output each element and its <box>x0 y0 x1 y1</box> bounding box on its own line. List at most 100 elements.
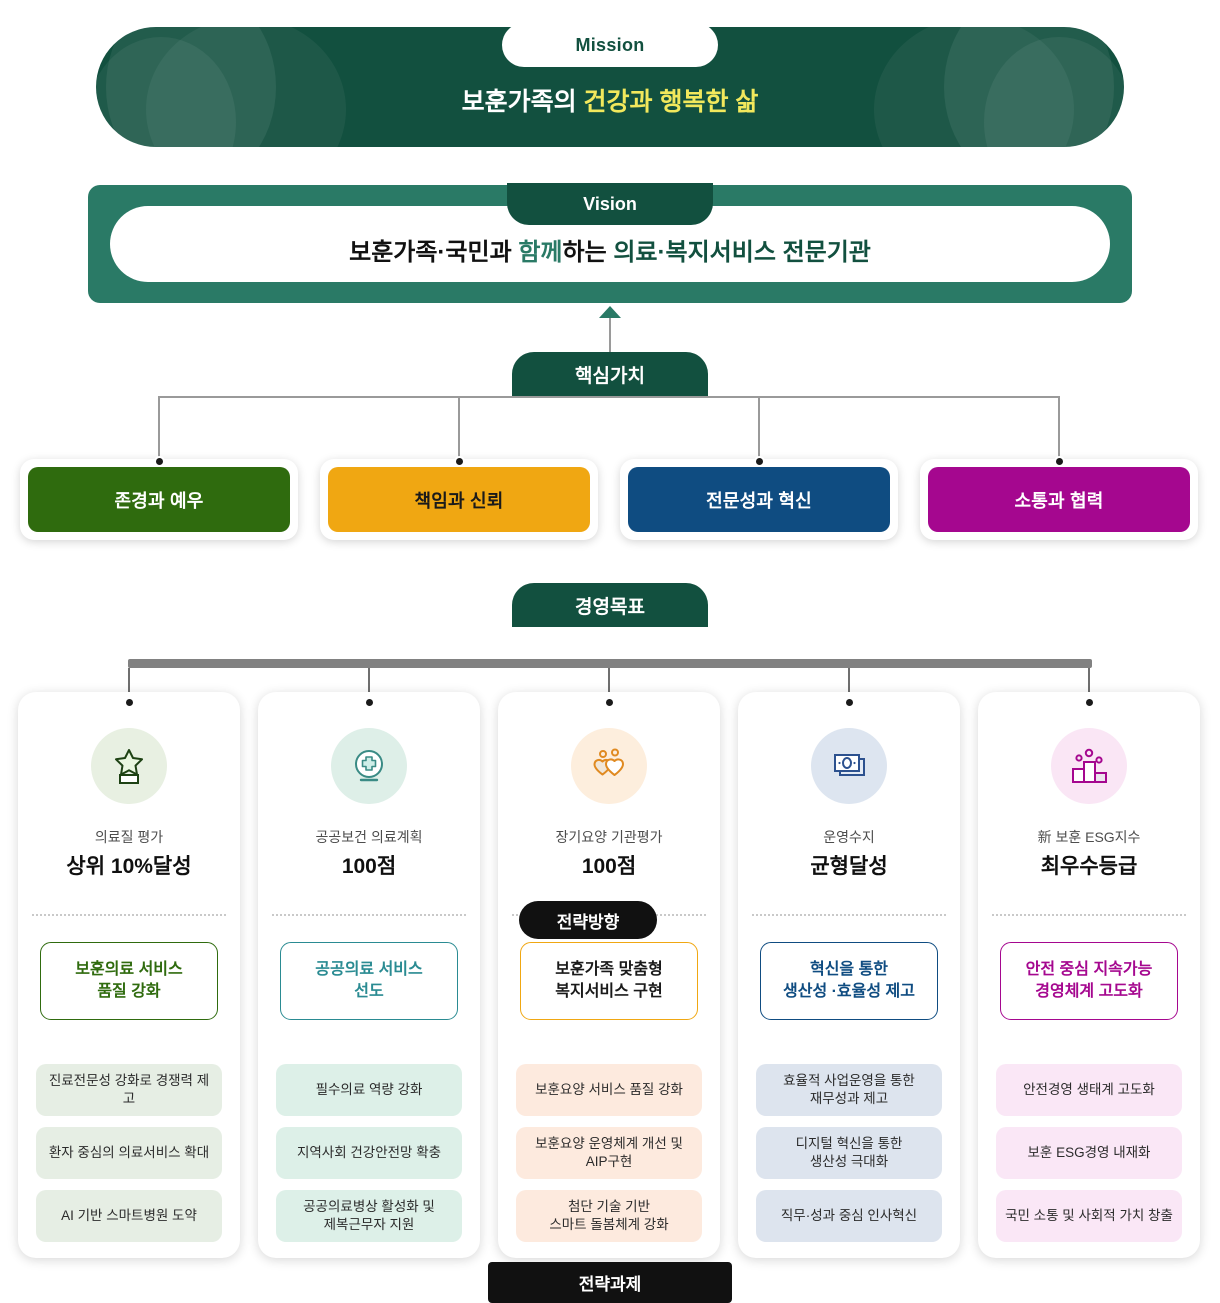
connector-pin-icon <box>154 456 165 467</box>
decorative-petal-icon <box>106 27 276 147</box>
podium-icon <box>1051 728 1127 804</box>
medical-cross-icon <box>331 728 407 804</box>
star-trophy-icon <box>91 728 167 804</box>
decorative-petal-icon <box>146 27 346 147</box>
goal-card-value: 100점 <box>341 855 397 878</box>
strategy-direction-line: 안전 중심 지속가능 <box>1025 961 1153 979</box>
connector-line <box>158 396 160 462</box>
strategy-direction-line: 보훈의료 서비스 <box>75 961 183 979</box>
connector-pin-icon <box>1084 697 1095 708</box>
strategy-direction-line: 생산성 ·효율성 제고 <box>783 983 915 1000</box>
strategic-task-line: 효율적 사업운영을 통한 <box>783 1073 915 1089</box>
strategic-task-item[interactable]: 환자 중심의 의료서비스 확대 <box>36 1127 222 1179</box>
strategic-task-line: 보훈 ESG경영 내재화 <box>1027 1145 1151 1161</box>
core-value-card-1[interactable]: 존경과 예우 <box>20 459 298 540</box>
strategic-task-line: 재무성과 제고 <box>809 1091 889 1106</box>
strategic-task-line: 디지털 혁신을 통한 <box>795 1136 903 1152</box>
strategic-task-item[interactable]: 진료전문성 강화로 경쟁력 제고 <box>36 1064 222 1116</box>
strategic-task-line: 국민 소통 및 사회적 가치 창출 <box>1005 1208 1173 1224</box>
strategic-task-line: AI 기반 스마트병원 도약 <box>61 1208 197 1224</box>
goal-card-value: 균형달성 <box>810 855 888 878</box>
strategy-direction-line: 선도 <box>354 983 384 1000</box>
strategic-task-line: 첨단 기술 기반 <box>567 1199 650 1215</box>
strategic-task-line: 직무·성과 중심 인사혁신 <box>780 1208 918 1224</box>
strategy-direction-line: 보훈가족 맞춤형 <box>555 961 663 979</box>
strategy-direction-line: 경영체계 고도화 <box>1035 983 1143 1000</box>
strategic-task-item[interactable]: AI 기반 스마트병원 도약 <box>36 1190 222 1242</box>
connector-pin-icon <box>844 697 855 708</box>
strategic-task-line: 필수의료 역량 강화 <box>315 1082 423 1098</box>
strategy-direction-line: 복지서비스 구현 <box>555 983 663 1000</box>
connector-line <box>1058 396 1060 462</box>
strategic-task-line: 안전경영 생태계 고도화 <box>1023 1082 1155 1098</box>
connector-line <box>368 668 370 702</box>
vision-section: 보훈가족·국민과 함께하는 의료·복지서비스 전문기관 Vision <box>88 183 1132 303</box>
mission-chip-label: Mission <box>502 23 718 67</box>
goal-card-subtitle: 운영수지 <box>823 829 875 845</box>
strategic-task-line: 환자 중심의 의료서비스 확대 <box>48 1145 210 1161</box>
connector-pin-icon <box>124 697 135 708</box>
connector-line <box>458 396 460 462</box>
goal-card-subtitle: 장기요양 기관평가 <box>555 829 663 845</box>
goal-card-value: 최우수등급 <box>1040 855 1138 878</box>
connector-line <box>848 668 850 702</box>
strategic-task-text: 필수의료 역량 강화 <box>316 1081 423 1099</box>
strategic-task-line: 공공의료병상 활성화 및 <box>303 1199 435 1215</box>
vision-text-part: 하는 <box>562 238 614 266</box>
strategic-task-item[interactable]: 지역사회 건강안전망 확충 <box>276 1127 462 1179</box>
strategic-task-text: 보훈요양 서비스 품질 강화 <box>535 1081 683 1099</box>
connector-line <box>758 396 760 462</box>
task-label-background <box>488 1262 732 1303</box>
strategic-task-text: 진료전문성 강화로 경쟁력 제고 <box>44 1072 214 1108</box>
strategic-task-text: 지역사회 건강안전망 확충 <box>297 1144 441 1162</box>
goal-card-subtitle: 공공보건 의료계획 <box>315 829 423 845</box>
connector-line <box>609 318 611 354</box>
mission-text-part: 보훈가족의 <box>461 88 584 116</box>
core-value-label: 책임과 신뢰 <box>328 467 590 532</box>
core-value-card-4[interactable]: 소통과 협력 <box>920 459 1198 540</box>
strategic-task-item[interactable]: 필수의료 역량 강화 <box>276 1064 462 1116</box>
connector-pin-icon <box>1054 456 1065 467</box>
goal-card-value: 상위 10%달성 <box>66 855 192 878</box>
strategic-task-item[interactable]: 국민 소통 및 사회적 가치 창출 <box>996 1190 1182 1242</box>
strategic-task-text: 국민 소통 및 사회적 가치 창출 <box>1005 1207 1173 1225</box>
strategic-task-item[interactable]: 안전경영 생태계 고도화 <box>996 1064 1182 1116</box>
task-section-label: 전략과제 <box>578 1275 642 1294</box>
banknote-icon <box>811 728 887 804</box>
core-value-card-3[interactable]: 전문성과 혁신 <box>620 459 898 540</box>
core-value-card-2[interactable]: 책임과 신뢰 <box>320 459 598 540</box>
strategic-task-item[interactable]: 보훈요양 서비스 품질 강화 <box>516 1064 702 1116</box>
strategic-task-item[interactable]: 직무·성과 중심 인사혁신 <box>756 1190 942 1242</box>
strategic-task-text: 직무·성과 중심 인사혁신 <box>781 1207 917 1225</box>
connector-line <box>128 668 130 702</box>
vision-text-part: 보훈가족·국민과 <box>349 238 519 266</box>
goal-card-subtitle: 新 보훈 ESG지수 <box>1037 829 1141 845</box>
strategic-task-item[interactable]: 보훈 ESG경영 내재화 <box>996 1127 1182 1179</box>
strategic-task-line: 진료전문성 강화로 경쟁력 제고 <box>48 1073 210 1106</box>
strategy-direction-line: 혁신을 통한 <box>809 961 889 979</box>
